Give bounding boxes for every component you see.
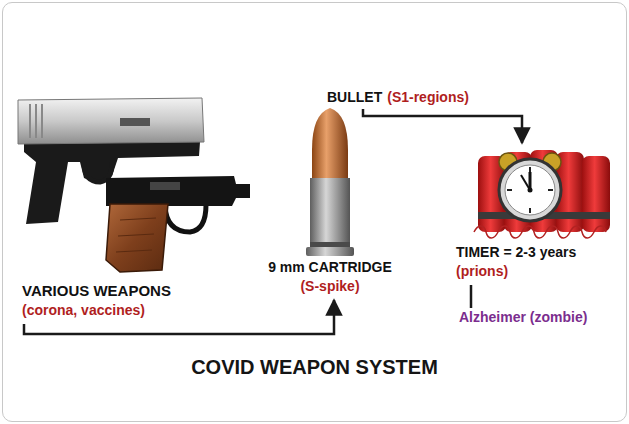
pistol-walther bbox=[118, 234, 154, 236]
weapons-label: VARIOUS WEAPONS(corona, vaccines) bbox=[18, 88, 253, 324]
label-heading: VARIOUS WEAPONS bbox=[22, 281, 171, 301]
pistol-glock bbox=[41, 104, 43, 138]
cartridge-label: 9 mm CARTRIDGE(S-spike) bbox=[255, 108, 405, 300]
dynamite-timer bbox=[521, 175, 530, 190]
bullet-label: BULLET (S1-regions) bbox=[323, 86, 473, 109]
flow-arrow bbox=[363, 109, 522, 143]
pistol-glock bbox=[35, 104, 37, 138]
pistol-walther bbox=[106, 176, 250, 272]
dynamite-timer bbox=[507, 189, 512, 191]
timer-label: TIMER = 2-3 years(prions) bbox=[452, 143, 622, 285]
dynamite-timer bbox=[505, 165, 555, 215]
pistol-glock bbox=[29, 104, 31, 138]
pistol-walther bbox=[120, 218, 156, 220]
dynamite-timer bbox=[528, 188, 533, 193]
cartridge-illustration bbox=[310, 242, 350, 247]
dynamite-timer bbox=[499, 159, 561, 221]
flow-arrow bbox=[470, 285, 473, 308]
cartridge-illustration bbox=[312, 108, 348, 180]
label-note: (corona, vaccines) bbox=[22, 301, 145, 320]
pistol-walther bbox=[116, 250, 152, 252]
label-heading: 9 mm CARTRIDGE bbox=[268, 258, 392, 277]
dynamite-timer bbox=[582, 156, 610, 232]
label-note: (S1-regions) bbox=[387, 88, 469, 107]
outcome-label: Alzheimer (zombie) bbox=[455, 308, 591, 331]
label-note: (prions) bbox=[456, 262, 508, 281]
pistol-walther bbox=[150, 182, 180, 190]
cartridge-illustration bbox=[310, 178, 350, 248]
pistol-walther bbox=[165, 205, 206, 232]
pistol-glock bbox=[18, 98, 204, 144]
dynamite-timer bbox=[529, 167, 531, 172]
cartridge-illustration bbox=[306, 247, 354, 256]
cartridge-illustration bbox=[306, 108, 354, 256]
dynamite-timer bbox=[548, 189, 553, 191]
diagram-title: COVID WEAPON SYSTEM bbox=[0, 356, 629, 379]
pistol-walther bbox=[106, 204, 168, 272]
dynamite-timer bbox=[474, 226, 606, 238]
dynamite-timer bbox=[474, 150, 610, 238]
label-heading: BULLET bbox=[327, 88, 382, 107]
dynamite-timer bbox=[529, 208, 531, 213]
pistol-walther bbox=[106, 176, 250, 206]
pistol-glock bbox=[120, 118, 150, 126]
label-heading: TIMER = 2-3 years bbox=[456, 243, 576, 262]
label-note: (S-spike) bbox=[300, 277, 359, 296]
label-heading: Alzheimer (zombie) bbox=[459, 308, 587, 327]
